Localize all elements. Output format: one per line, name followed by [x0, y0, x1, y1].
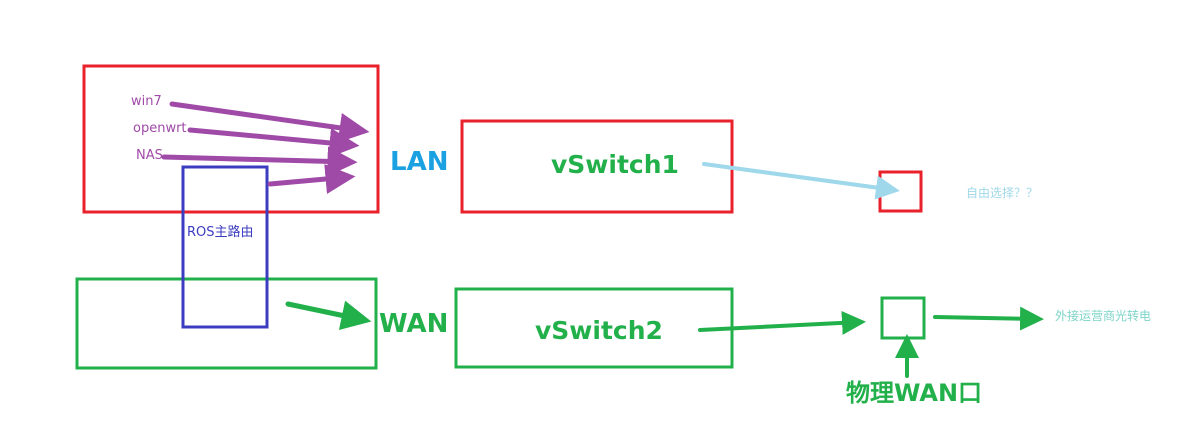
label-free-choice: 自由选择？？ — [966, 186, 1039, 200]
arrow-nas — [161, 146, 358, 177]
physical-wan-port-box — [880, 296, 926, 340]
arrow-ros-wan — [285, 300, 372, 331]
lan-hosts-box — [82, 64, 380, 214]
label-openwrt: openwrt — [133, 121, 187, 136]
lan-port-box — [878, 170, 923, 213]
arrow-openwrt — [187, 127, 360, 158]
wan-host-box — [75, 277, 378, 370]
label-ros-router: ROS主路由 — [187, 225, 254, 240]
label-nas: NAS — [136, 148, 163, 163]
arrow-vswitch1-port — [702, 162, 900, 200]
arrow-win7 — [169, 101, 370, 143]
arrow-ros-lan — [267, 164, 356, 194]
arrow-port-external — [933, 306, 1044, 331]
label-win7: win7 — [131, 94, 162, 109]
ros-router-box — [181, 165, 269, 329]
label-physical-wan: 物理WAN口 — [846, 379, 983, 407]
label-vswitch1: vSwitch1 — [551, 150, 679, 179]
label-external-converter: 外接运营商光转电 — [1055, 309, 1152, 323]
arrow-vswitch2-port — [698, 310, 866, 335]
label-wan: WAN — [379, 309, 449, 339]
label-lan: LAN — [390, 147, 449, 177]
label-vswitch2: vSwitch2 — [535, 316, 663, 345]
